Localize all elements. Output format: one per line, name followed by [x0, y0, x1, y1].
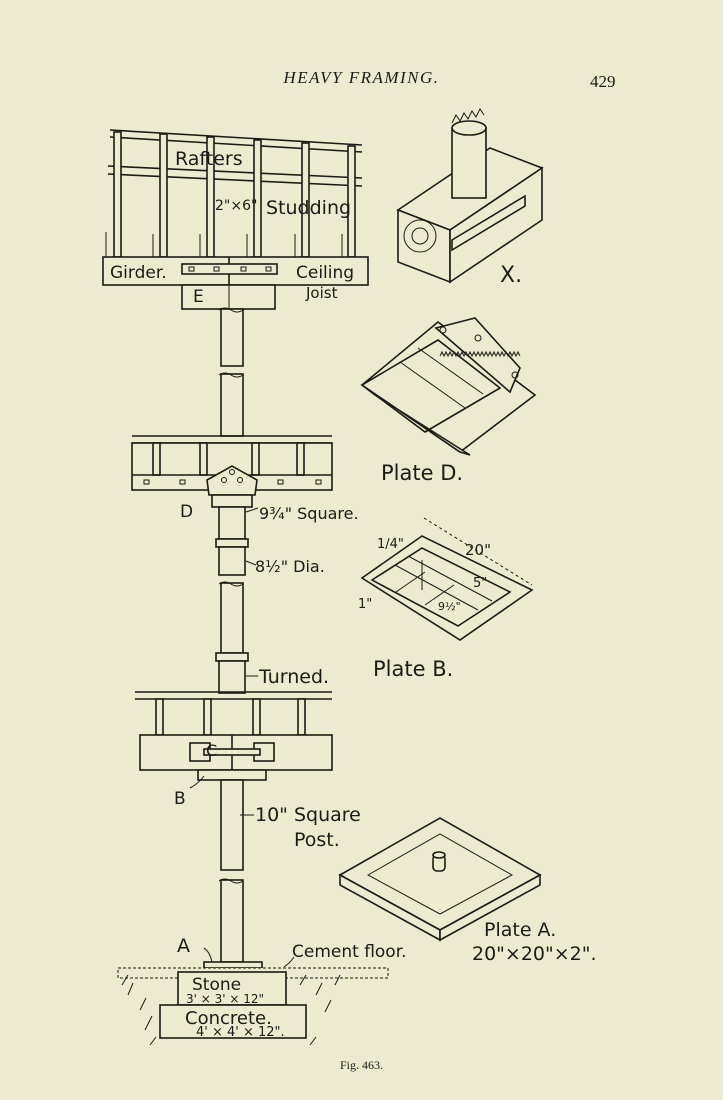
- label-concrete-dims: 4' × 4' × 12".: [196, 1025, 285, 1040]
- footing: [117, 878, 389, 1046]
- lower-floor-frame: [135, 691, 333, 871]
- label-stone-dims: 3' × 3' × 12": [186, 992, 264, 1006]
- plate-b-drawing: [360, 517, 534, 641]
- plate-a-drawing: [338, 817, 542, 942]
- label-cement-floor: Cement floor.: [292, 942, 407, 962]
- label-plate-a-dims: 20"×20"×2".: [472, 943, 597, 965]
- label-girder: Girder.: [110, 263, 167, 283]
- label-square-dim: 9¾" Square.: [259, 504, 359, 523]
- page-number: 429: [590, 72, 616, 91]
- label-rafters: Rafters: [175, 148, 243, 170]
- label-studding-size: 2"×6": [215, 198, 257, 214]
- label-plate-b-9: 9½": [438, 600, 461, 613]
- label-stone: Stone: [192, 975, 241, 995]
- running-head: HEAVY FRAMING.: [283, 68, 440, 87]
- label-square-post-1: 10" Square: [255, 804, 361, 826]
- column-turned: [215, 581, 249, 694]
- figure-caption: Fig. 463.: [339, 1058, 383, 1072]
- column-upper: [218, 307, 244, 437]
- label-square-post-2: Post.: [294, 829, 340, 851]
- label-plate-a: Plate A.: [484, 919, 556, 941]
- label-c: C: [206, 741, 217, 760]
- detail-x-drawing: [396, 108, 544, 284]
- label-plate-b-quarter: 1/4": [377, 537, 404, 552]
- label-studding: Studding: [266, 197, 351, 219]
- plate-d-drawing: [360, 317, 537, 456]
- label-d: D: [180, 502, 193, 522]
- label-plate-b-1: 1": [358, 597, 372, 612]
- label-turned: Turned.: [258, 666, 329, 688]
- label-plate-b: Plate B.: [373, 657, 453, 681]
- label-a: A: [177, 935, 190, 957]
- label-dia: 8½" Dia.: [255, 557, 325, 576]
- middle-floor-frame: [131, 435, 333, 576]
- label-plate-d: Plate D.: [381, 461, 463, 485]
- label-ceiling: Ceiling: [296, 263, 354, 283]
- label-x: X.: [500, 263, 522, 288]
- label-plate-b-5: 5": [473, 576, 487, 591]
- label-b: B: [174, 789, 186, 809]
- label-plate-b-20: 20": [465, 541, 491, 559]
- top-floor-frame: [102, 129, 369, 310]
- label-joist: Joist: [305, 284, 338, 302]
- label-e: E: [193, 287, 204, 307]
- label-concrete: Concrete.: [185, 1008, 272, 1029]
